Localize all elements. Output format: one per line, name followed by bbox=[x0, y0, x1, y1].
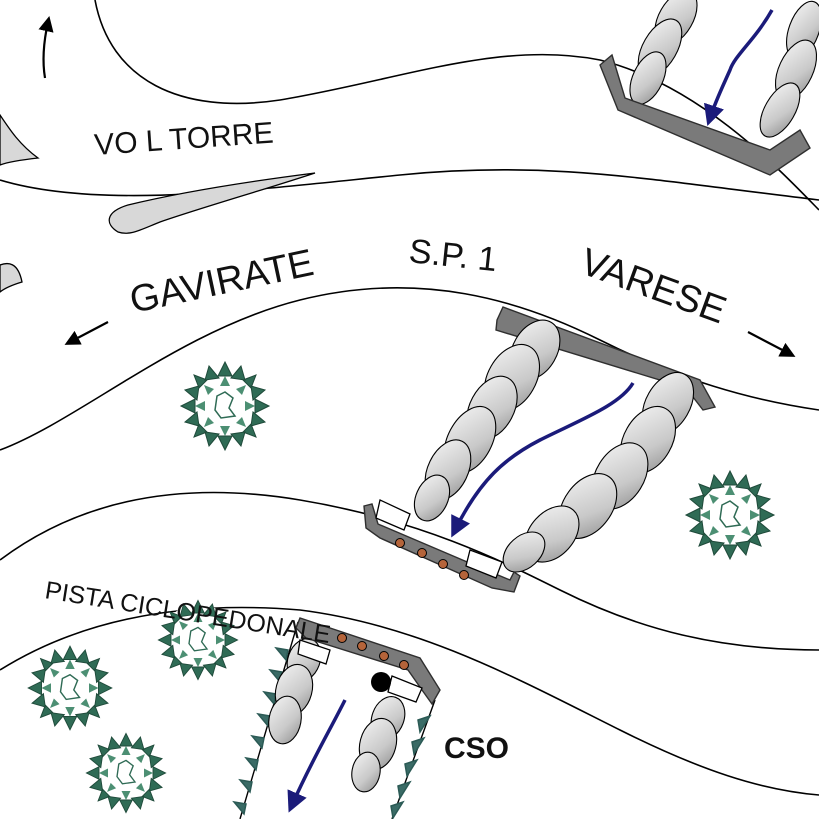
north-arrow-icon bbox=[38, 15, 54, 79]
culvert-top bbox=[599, 0, 819, 176]
direction-arrows bbox=[64, 321, 796, 357]
culvert-center bbox=[363, 306, 717, 593]
channel-teeth-right bbox=[390, 699, 436, 819]
stones-top-left bbox=[629, 0, 698, 105]
direction-arrow-icon bbox=[747, 331, 796, 357]
culvert-inlet-right bbox=[465, 549, 503, 579]
manhole-row-bottom bbox=[337, 633, 409, 670]
culvert-box-bottom bbox=[295, 617, 441, 706]
manhole-row-center bbox=[395, 538, 469, 580]
left-edge-wedge-bottom bbox=[0, 262, 23, 293]
road-sp1-north-edge bbox=[0, 168, 819, 201]
culvert-wall-top bbox=[599, 53, 811, 176]
stones-center-left bbox=[413, 319, 561, 522]
left-features bbox=[0, 15, 316, 293]
island-spit bbox=[108, 172, 316, 234]
stones-top-right bbox=[759, 0, 819, 138]
culvert-bottom bbox=[232, 617, 441, 819]
stones-center-right bbox=[502, 372, 695, 573]
label-varese: VARESE bbox=[575, 241, 732, 332]
road-sp1-south-edge bbox=[0, 287, 819, 451]
cso-gate-icon bbox=[371, 672, 391, 692]
culvert-inlet-left bbox=[375, 499, 411, 531]
upper-road-edge bbox=[94, 0, 819, 211]
flow-arrow-icon bbox=[451, 382, 635, 538]
terrain-lines bbox=[0, 0, 819, 796]
bush-icon bbox=[180, 361, 270, 451]
stones-bottom-right bbox=[351, 696, 406, 793]
label-gavirate: GAVIRATE bbox=[126, 242, 317, 322]
bush-icon bbox=[85, 732, 167, 814]
cycle-path-south-edge bbox=[0, 606, 819, 796]
cycle-path-north-edge bbox=[0, 491, 819, 651]
flow-arrow-icon bbox=[287, 699, 347, 813]
flow-arrow-icon bbox=[704, 9, 774, 126]
label-cso: CSO bbox=[444, 732, 509, 765]
label-sp1: S.P. 1 bbox=[407, 232, 499, 279]
left-edge-wedge-top bbox=[0, 113, 40, 166]
bush-icon bbox=[685, 470, 775, 560]
bush-icon bbox=[27, 645, 113, 731]
culvert-inlet-bottom-left bbox=[297, 639, 331, 665]
label-vol-torre: VO L TORRE bbox=[93, 117, 274, 162]
direction-arrow-icon bbox=[64, 321, 109, 345]
